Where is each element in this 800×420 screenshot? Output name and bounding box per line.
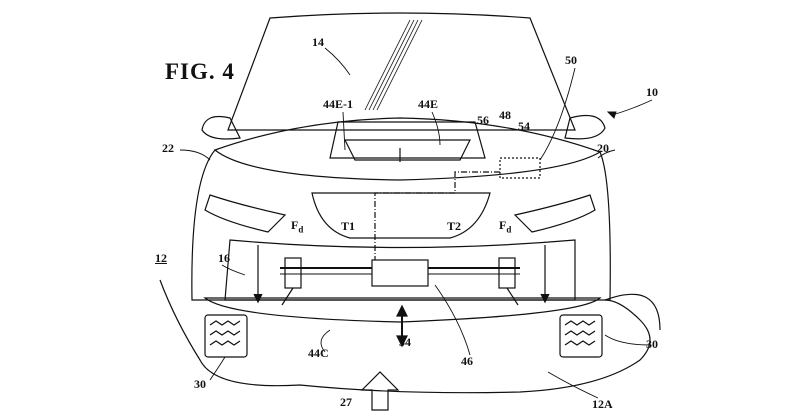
label-56: 56 [477,113,489,127]
label-force-left: Fd [291,218,304,235]
label-12A: 12A [592,397,613,411]
label-force-right: Fd [499,218,512,235]
label-12: 12 [155,251,167,265]
label-22: 22 [162,141,174,155]
label-54-top: 54 [518,119,530,133]
hood-vent [329,121,486,159]
airflow-arrow [360,371,400,411]
hood-vent-slot [344,139,471,161]
label-20: 20 [597,141,609,155]
motor-54 [371,259,429,287]
label-30-left: 30 [194,377,206,391]
windshield-glare [364,19,423,111]
left-mirror [201,115,241,140]
left-tire [204,314,248,358]
label-T1: T1 [341,219,356,233]
controller-box [499,157,541,179]
label-27: 27 [340,395,352,409]
label-50: 50 [565,53,577,67]
road-surface [159,279,661,394]
label-44E: 44E [418,97,439,111]
front-spoiler-44C [203,297,602,323]
right-mirror [564,115,606,140]
lower-fascia [224,239,576,301]
hood [213,117,602,181]
figure-title: FIG. 4 [165,59,235,84]
label-44C: 44C [308,346,329,360]
windshield [227,12,576,131]
grille [311,192,491,239]
label-T2: T2 [447,219,462,233]
left-headlight [204,194,287,233]
label-16: 16 [218,251,230,265]
label-46: 46 [461,354,473,368]
right-headlight [513,194,596,233]
label-14: 14 [312,35,324,49]
label-44E-1: 44E-1 [323,97,353,111]
label-10: 10 [646,85,658,99]
label-30-right: 30 [646,337,658,351]
label-48: 48 [499,108,511,122]
right-tire [559,314,603,358]
label-54: 54 [399,335,411,349]
